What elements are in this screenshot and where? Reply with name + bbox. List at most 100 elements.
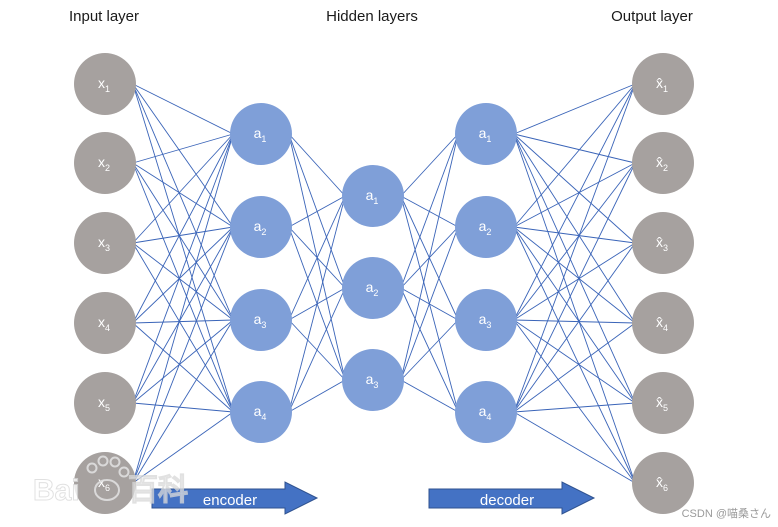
hidden1-node-1: a1 [230, 103, 292, 165]
hidden3-node-circle-1 [455, 103, 517, 165]
edge-input-1-to-hidden1-1 [132, 83, 234, 135]
edge-hidden3-1-to-output-2 [513, 133, 636, 164]
hidden2-node-label-2: a2 [366, 279, 379, 298]
input-node-circle-5 [74, 372, 136, 434]
output-node-circle-4 [632, 292, 694, 354]
output-node-circle-1 [632, 53, 694, 115]
hidden3-node-2: a2 [455, 196, 517, 258]
input-node-3: x3 [74, 212, 136, 274]
output-node-label-2: x̂2 [656, 154, 668, 173]
hidden2-node-circle-2 [342, 257, 404, 319]
output-node-circle-2 [632, 132, 694, 194]
encoder-arrow: encoder [151, 481, 319, 515]
input-node-label-2: x2 [98, 154, 110, 173]
edge-hidden3-3-to-output-5 [513, 319, 636, 404]
edge-hidden3-2-to-output-1 [513, 83, 636, 228]
edge-hidden3-4-to-output-2 [513, 162, 636, 413]
edge-input-2-to-hidden1-2 [132, 162, 234, 228]
baidu-watermark-suffix: 百科 [128, 474, 188, 507]
edge-hidden3-3-to-output-4 [513, 319, 636, 324]
hidden1-node-4: a4 [230, 381, 292, 443]
edge-input-6-to-hidden1-1 [132, 133, 234, 484]
edge-hidden3-3-to-output-2 [513, 162, 636, 321]
paw-icon [86, 455, 130, 501]
edge-hidden1-3-to-hidden2-1 [288, 195, 346, 321]
output-node-2: x̂2 [632, 132, 694, 194]
output-node-label-4: x̂4 [656, 314, 668, 333]
decoder-label: decoder [480, 492, 534, 509]
hidden2-node-circle-1 [342, 165, 404, 227]
input-node-circle-3 [74, 212, 136, 274]
decoder-arrow: decoder [428, 481, 596, 515]
edge-input-4-to-hidden1-3 [132, 319, 234, 324]
hidden3-node-4: a4 [455, 381, 517, 443]
hidden3-node-1: a1 [455, 103, 517, 165]
output-node-3: x̂3 [632, 212, 694, 274]
hidden1-node-label-4: a4 [254, 403, 267, 422]
edge-hidden3-2-to-output-2 [513, 162, 636, 228]
edge-hidden3-1-to-output-3 [513, 133, 636, 244]
hidden2-node-1: a1 [342, 165, 404, 227]
output-node-circle-5 [632, 372, 694, 434]
output-node-label-1: x̂1 [656, 75, 668, 94]
input-node-label-1: x1 [98, 75, 110, 94]
edge-hidden2-3-to-hidden3-2 [400, 226, 459, 381]
input-node-1: x1 [74, 53, 136, 115]
input-node-2: x2 [74, 132, 136, 194]
edge-input-4-to-hidden1-1 [132, 133, 234, 324]
edge-input-5-to-hidden1-1 [132, 133, 234, 404]
edge-input-2-to-hidden1-1 [132, 133, 234, 164]
edge-input-6-to-hidden1-4 [132, 411, 234, 484]
edge-input-3-to-hidden1-4 [132, 242, 234, 413]
baidu-watermark: Bai 百科 [33, 455, 189, 508]
edge-input-2-to-hidden1-3 [132, 162, 234, 321]
hidden3-node-circle-2 [455, 196, 517, 258]
edge-hidden3-4-to-output-4 [513, 322, 636, 413]
edge-hidden3-2-to-output-3 [513, 226, 636, 244]
edge-input-2-to-hidden1-4 [132, 162, 234, 413]
output-layer-title: Output layer [611, 8, 693, 25]
edge-hidden3-1-to-output-5 [513, 133, 636, 404]
edge-hidden3-3-to-output-6 [513, 319, 636, 484]
input-node-6: x6 [74, 452, 136, 514]
hidden1-node-label-1: a1 [254, 125, 267, 144]
hidden1-node-3: a3 [230, 289, 292, 351]
hidden3-node-label-3: a3 [479, 311, 492, 330]
hidden1-node-circle-4 [230, 381, 292, 443]
hidden2-node-label-1: a1 [366, 187, 379, 206]
edge-hidden3-4-to-output-6 [513, 411, 636, 484]
connection-lines [132, 83, 636, 484]
edge-input-6-to-hidden1-2 [132, 226, 234, 484]
output-node-circle-3 [632, 212, 694, 274]
input-node-label-3: x3 [98, 234, 110, 253]
hidden3-node-label-1: a1 [479, 125, 492, 144]
hidden3-node-label-4: a4 [479, 403, 492, 422]
input-node-circle-4 [74, 292, 136, 354]
input-node-circle-2 [74, 132, 136, 194]
encoder-arrow-shape [151, 481, 319, 515]
edge-hidden3-1-to-output-6 [513, 133, 636, 484]
edge-input-3-to-hidden1-1 [132, 133, 234, 244]
edge-input-4-to-hidden1-2 [132, 226, 234, 324]
edge-input-5-to-hidden1-2 [132, 226, 234, 404]
output-node-1: x̂1 [632, 53, 694, 115]
baidu-watermark-prefix: Bai [33, 474, 80, 507]
edge-hidden2-3-to-hidden3-3 [400, 319, 459, 381]
edge-input-6-to-hidden1-3 [132, 319, 234, 484]
edge-hidden1-1-to-hidden2-1 [288, 133, 346, 197]
hidden3-node-circle-3 [455, 289, 517, 351]
hidden1-node-2: a2 [230, 196, 292, 258]
input-layer-title: Input layer [69, 8, 139, 25]
edge-hidden1-4-to-hidden2-2 [288, 287, 346, 413]
input-node-circle-1 [74, 53, 136, 115]
edge-hidden3-3-to-output-3 [513, 242, 636, 321]
edge-input-5-to-hidden1-4 [132, 402, 234, 413]
edge-hidden2-1-to-hidden3-1 [400, 133, 459, 197]
hidden2-node-circle-3 [342, 349, 404, 411]
hidden1-node-circle-2 [230, 196, 292, 258]
edge-input-1-to-hidden1-4 [132, 83, 234, 413]
edge-hidden2-3-to-hidden3-1 [400, 133, 459, 381]
input-node-circle-6 [74, 452, 136, 514]
hidden2-node-2: a2 [342, 257, 404, 319]
